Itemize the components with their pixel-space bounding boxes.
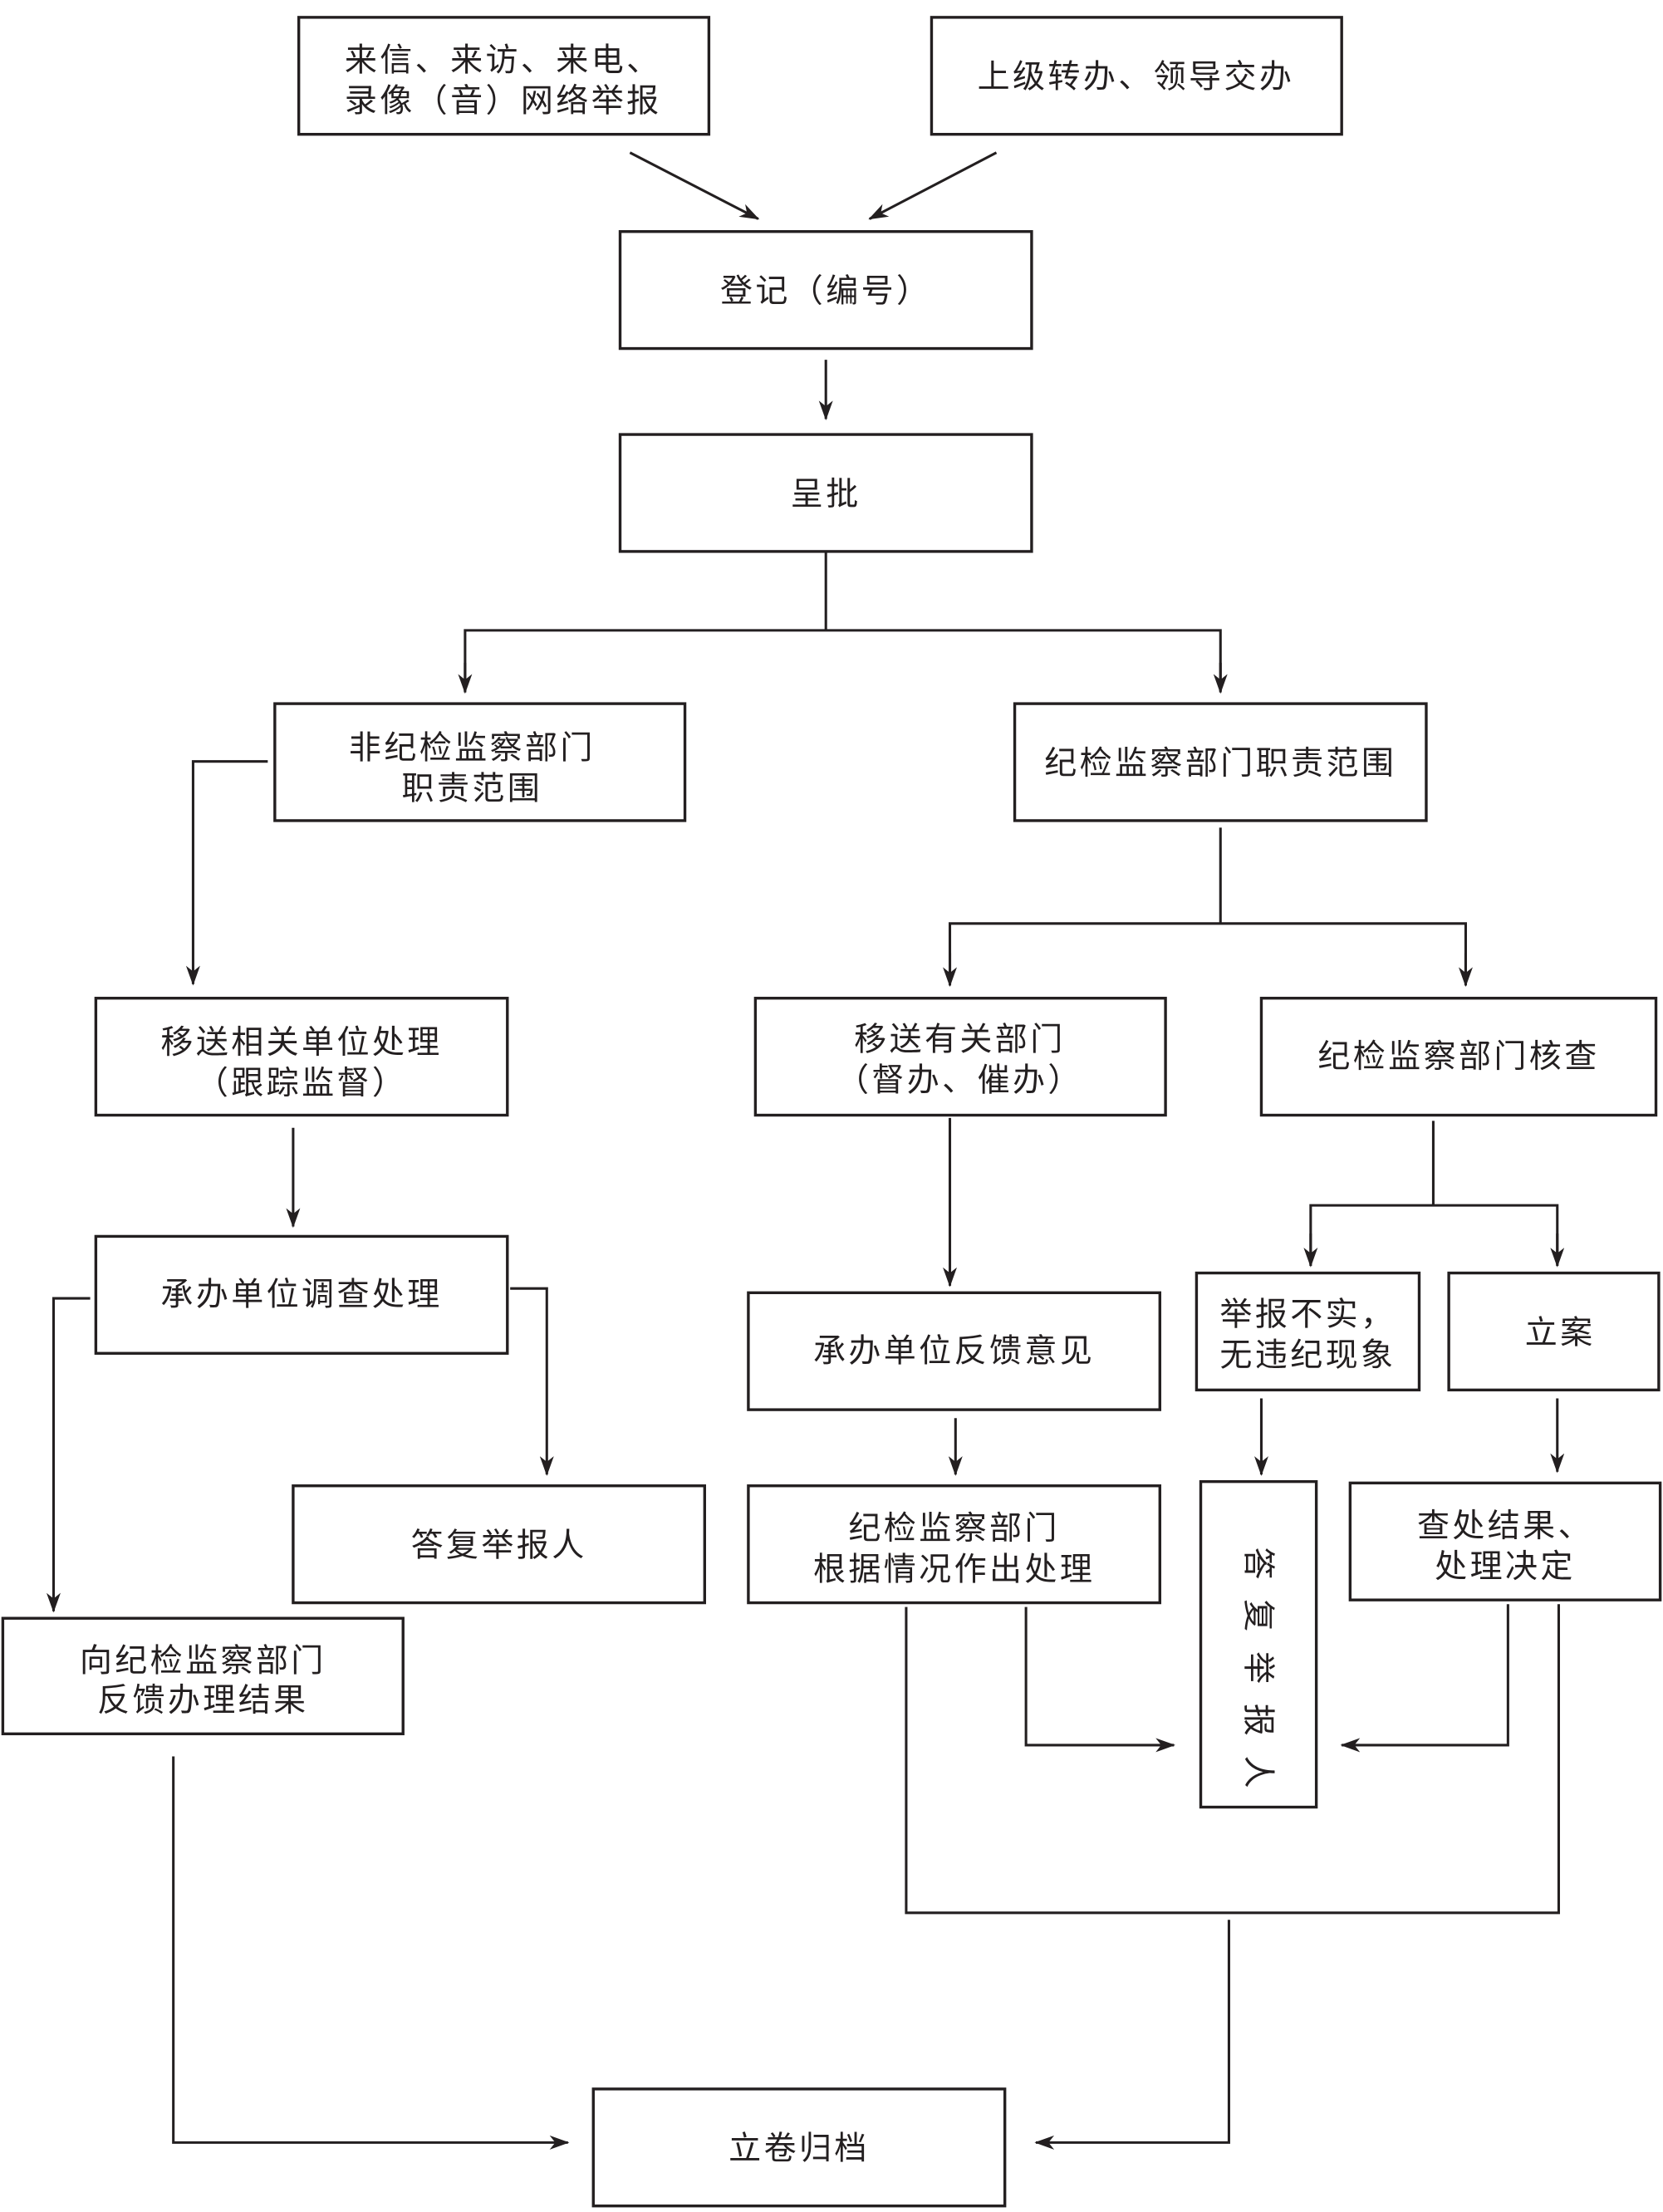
node-undertaking-feedback: 承办单位反馈意见 <box>747 1291 1162 1411</box>
svg-text:处理决定: 处理决定 <box>1435 1548 1576 1586</box>
arrow-to-transfer-units <box>185 760 268 986</box>
arrow-left-to-archive <box>172 1756 570 2150</box>
node-reply-reporter-vertical: 答 复 举 报 人 <box>1199 1479 1318 1809</box>
node-undertaking-investigate: 承办单位调查处理 <box>94 1234 509 1355</box>
node-submit-approval: 呈批 <box>618 433 1033 553</box>
node-reply-reporter-left: 答复举报人 <box>292 1484 707 1605</box>
node-sources-superior: 上级转办、领导交办 <box>930 16 1343 136</box>
connectors <box>46 151 1565 2150</box>
node-report-untrue: 举报不实， 无违纪现象 <box>1195 1271 1421 1392</box>
svg-text:录像（音）网络举报: 录像（音）网络举报 <box>345 83 662 120</box>
arrow-to-feedback-result <box>46 1297 91 1613</box>
svg-text:非纪检监察部门: 非纪检监察部门 <box>349 729 596 767</box>
svg-text:复: 复 <box>1239 1599 1276 1634</box>
svg-text:呈批: 呈批 <box>791 476 861 513</box>
arrow-to-reply-left <box>510 1287 554 1476</box>
node-file-case: 立案 <box>1447 1271 1661 1392</box>
line-discipline-branches <box>948 922 1468 984</box>
svg-text:来信、来访、来电、: 来信、来访、来电、 <box>345 42 662 79</box>
arrow-superior-to-register <box>868 151 998 220</box>
node-archive: 立卷归档 <box>591 2087 1007 2208</box>
line-verify-branches <box>1309 1204 1559 1265</box>
svg-text:承办单位反馈意见: 承办单位反馈意见 <box>813 1332 1095 1370</box>
line-approval-branches <box>464 629 1222 691</box>
svg-text:上级转办、领导交办: 上级转办、领导交办 <box>978 59 1295 96</box>
svg-text:举报不实，: 举报不实， <box>1219 1296 1396 1333</box>
svg-text:移送相关单位处理: 移送相关单位处理 <box>160 1024 442 1062</box>
arrow-letters-to-register <box>629 151 760 220</box>
svg-text:根据情况作出处理: 根据情况作出处理 <box>813 1551 1095 1588</box>
svg-text:立案: 立案 <box>1525 1314 1596 1351</box>
arrow-handle-to-reply <box>1024 1606 1175 1753</box>
svg-text:登记（编号）: 登记（编号） <box>720 273 931 311</box>
line-merge-to-archive <box>905 1604 1560 1915</box>
svg-text:承办单位调查处理: 承办单位调查处理 <box>160 1277 442 1314</box>
node-investigation-result: 查处结果、 处理决定 <box>1348 1481 1662 1601</box>
svg-text:纪检监察部门职责范围: 纪检监察部门职责范围 <box>1044 745 1396 782</box>
node-discipline-verify: 纪检监察部门核查 <box>1259 997 1658 1117</box>
arrow-result-to-reply <box>1340 1604 1509 1753</box>
node-non-discipline-scope: 非纪检监察部门 职责范围 <box>273 702 687 822</box>
svg-text:（督办、催办）: （督办、催办） <box>836 1062 1083 1100</box>
svg-text:立卷归档: 立卷归档 <box>728 2131 870 2168</box>
node-feedback-result: 向纪检监察部门 反馈办理结果 <box>1 1616 405 1736</box>
svg-text:向纪检监察部门: 向纪检监察部门 <box>80 1643 326 1680</box>
node-discipline-handle: 纪检监察部门 根据情况作出处理 <box>747 1484 1162 1605</box>
node-transfer-departments: 移送有关部门 （督办、催办） <box>753 997 1167 1117</box>
node-transfer-units: 移送相关单位处理 （跟踪监督） <box>94 997 509 1117</box>
arrow-right-to-archive <box>1034 1920 1230 2150</box>
svg-text:举: 举 <box>1239 1651 1276 1686</box>
svg-text:反馈办理结果: 反馈办理结果 <box>97 1682 308 1719</box>
svg-text:人: 人 <box>1239 1756 1277 1791</box>
svg-text:职责范围: 职责范围 <box>402 770 543 807</box>
node-discipline-scope: 纪检监察部门职责范围 <box>1013 702 1428 822</box>
svg-text:移送有关部门: 移送有关部门 <box>854 1021 1065 1058</box>
svg-text:无违纪现象: 无违纪现象 <box>1219 1337 1396 1375</box>
svg-text:纪检监察部门核查: 纪检监察部门核查 <box>1317 1038 1599 1076</box>
svg-text:纪检监察部门: 纪检监察部门 <box>848 1510 1059 1547</box>
svg-text:报: 报 <box>1239 1704 1276 1739</box>
node-register: 登记（编号） <box>618 230 1033 351</box>
svg-text:（跟踪监督）: （跟踪监督） <box>196 1065 407 1102</box>
node-sources-letters: 来信、来访、来电、 录像（音）网络举报 <box>297 16 711 136</box>
svg-text:答复举报人: 答复举报人 <box>411 1528 587 1565</box>
svg-text:答: 答 <box>1239 1547 1277 1582</box>
svg-text:查处结果、: 查处结果、 <box>1417 1508 1593 1545</box>
